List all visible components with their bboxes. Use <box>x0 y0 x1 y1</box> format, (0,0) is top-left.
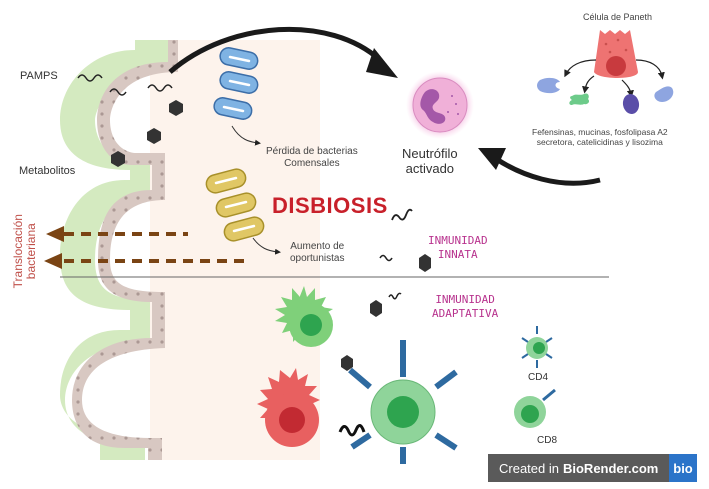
antigen-squiggle <box>338 424 366 437</box>
dendritic-cell-green <box>275 286 333 347</box>
perdida-line-2: Comensales <box>284 157 340 169</box>
lysozyme-icon <box>622 94 640 114</box>
paneth-secretion-arrows <box>564 59 665 98</box>
watermark-prefix: Created in <box>499 460 559 476</box>
pathogen-squiggle <box>379 254 393 262</box>
paneth-products-label: Fefensinas, mucinas, fosfolipasa A2 secr… <box>532 127 668 148</box>
phospholipase-icon <box>654 86 674 102</box>
dendritic-cell-red <box>257 368 320 447</box>
paneth-title: Célula de Paneth <box>583 12 653 22</box>
aumento-label: Aumento de oportunistas <box>290 241 344 264</box>
neutrofilo-line-2: activado <box>405 160 455 176</box>
arrowhead <box>478 148 506 170</box>
metabolite-hexagon <box>111 151 125 167</box>
watermark-brand: BioRender.com <box>562 460 659 476</box>
pamps-label: PAMPS <box>20 70 58 82</box>
cd8-label: CD8 <box>537 435 558 446</box>
paneth-products-line-1: Fefensinas, mucinas, fosfolipasa A2 <box>532 127 668 137</box>
translocacion-label: Translocación bacteriana <box>11 206 38 296</box>
commensal-bacteria <box>213 47 259 120</box>
pamps-squiggle <box>77 74 103 82</box>
t-cell-large <box>348 340 458 464</box>
pamps-squiggle <box>147 84 173 92</box>
inmunidad-innata-label: INMUNIDAD INNATA <box>428 234 488 262</box>
inmunidad-adaptativa-label: INMUNIDAD ADAPTATIVA <box>432 293 498 321</box>
perdida-line-1: Pérdida de bacterias <box>266 146 358 157</box>
mucosa-layer <box>60 40 170 460</box>
translocation-arrows <box>44 226 250 269</box>
arrowhead <box>366 48 398 78</box>
pamps-to-neutrophil-arrow <box>168 26 382 74</box>
antigen-hexagon <box>341 355 353 371</box>
pamps-squiggle <box>109 88 127 96</box>
watermark-text: Created in BioRender.com <box>488 454 669 482</box>
defensin-icon <box>537 77 560 94</box>
paneth-cell <box>594 30 638 78</box>
cd4-cell <box>521 326 553 368</box>
metabolite-hexagon <box>147 128 161 144</box>
translocacion-line-2: bacteriana <box>24 223 38 280</box>
paneth-products-line-2: secretora, catelicidinas y lisozima <box>536 136 663 147</box>
metabolite-hexagon <box>419 254 431 272</box>
perdida-label: Pérdida de bacterias Comensales <box>266 146 358 169</box>
paneth-to-neutrophil-arrow <box>493 155 601 186</box>
opportunist-arrow <box>252 237 281 255</box>
activated-neutrophil <box>406 71 474 139</box>
commensal-arrow <box>231 125 261 146</box>
biorender-watermark[interactable]: Created in BioRender.com bio <box>488 454 697 482</box>
metabolitos-label: Metabolitos <box>19 165 76 177</box>
metabolite-hexagon <box>370 300 382 317</box>
aumento-line-1: Aumento de <box>290 241 345 252</box>
cd8-cell <box>514 388 556 428</box>
adaptativa-line-2: ADAPTATIVA <box>432 306 499 320</box>
innata-line-1: INMUNIDAD <box>428 234 488 247</box>
innata-line-2: INNATA <box>437 247 478 261</box>
disbiosis-title: DISBIOSIS <box>272 193 388 218</box>
biorender-logo-icon: bio <box>669 454 697 482</box>
metabolite-hexagon <box>169 100 183 116</box>
adaptativa-line-1: INMUNIDAD <box>435 293 495 306</box>
aumento-line-2: oportunistas <box>290 252 345 264</box>
neutrofilo-line-1: Neutrófilo <box>402 146 458 161</box>
opportunist-bacteria <box>205 168 265 242</box>
mucin-icon <box>569 93 590 105</box>
pathogen-squiggle <box>388 292 402 300</box>
neutrofilo-label: Neutrófilo activado <box>402 146 458 177</box>
pathogen-squiggle <box>391 208 413 221</box>
cd4-label: CD4 <box>528 372 549 383</box>
